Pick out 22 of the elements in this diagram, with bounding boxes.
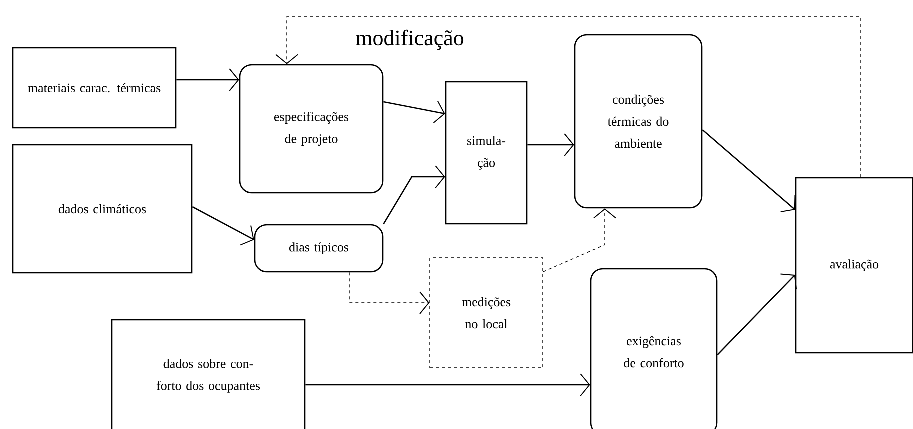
arrow xyxy=(192,206,254,246)
rounded-box: dias típicos xyxy=(254,224,384,273)
rounded-box: condições térmicas do ambiente xyxy=(574,34,703,209)
arrow xyxy=(384,100,446,124)
rounded-box: exigências de conforto xyxy=(590,268,718,429)
rounded-box: especificações de projeto xyxy=(239,64,384,194)
process-box: simula- ção xyxy=(445,81,528,225)
arrow xyxy=(528,134,574,156)
arrow xyxy=(276,16,862,178)
arrow xyxy=(176,68,240,92)
arrow xyxy=(306,374,590,396)
arrow xyxy=(702,130,796,213)
dashed-box: medições no local xyxy=(430,258,544,368)
edge-label: modificação xyxy=(354,28,466,52)
process-box: materiais carac. térmicas xyxy=(12,47,177,129)
arrow xyxy=(383,166,446,225)
process-box: dados sobre con- forto dos ocupantes xyxy=(111,319,306,429)
arrow xyxy=(350,272,430,314)
arrow xyxy=(543,208,616,272)
process-box: dados climáticos xyxy=(12,144,193,274)
arrow xyxy=(717,274,798,356)
process-box: avaliação xyxy=(795,177,913,354)
